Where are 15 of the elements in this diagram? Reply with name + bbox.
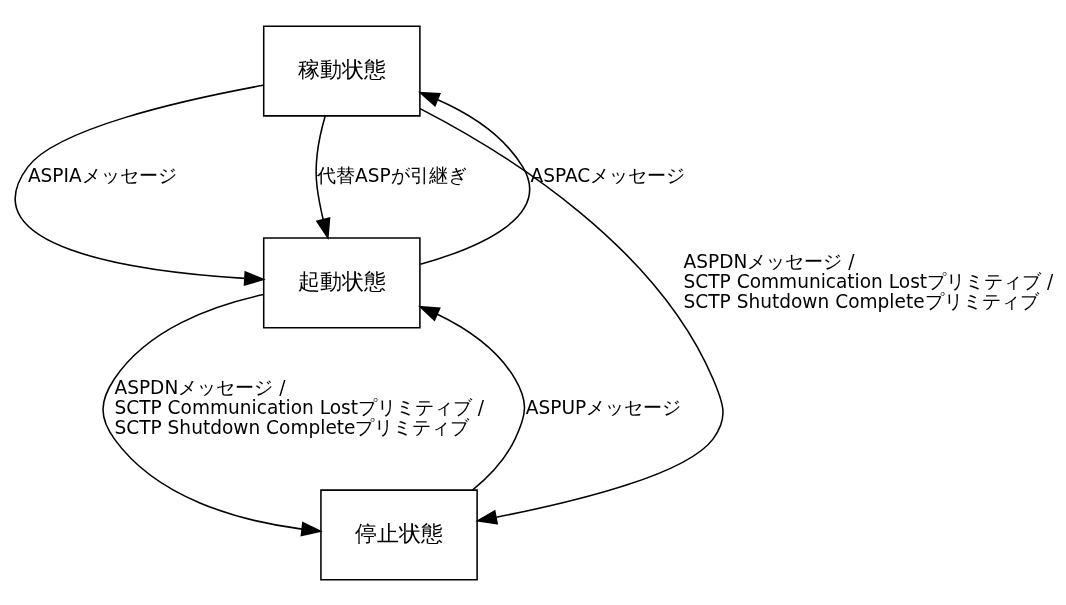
node-box: 停止状態 (320, 488, 478, 581)
arrow (417, 305, 526, 491)
arrow (102, 293, 323, 537)
node-box: 稼動状態 (262, 24, 421, 117)
edge-label: ASPDNメッセージ / SCTP Communication Lostプリミティブ / SCTP Shutdown Completeプリミティブ (114, 376, 485, 438)
arrow (418, 91, 531, 265)
node-box: 起動状態 (262, 236, 421, 328)
edge-label: 代替ASPが引継ぎ (317, 164, 467, 186)
arrow (419, 107, 724, 525)
edge-label: ASPUPメッセージ (525, 396, 682, 418)
edge-label: ASPIAメッセージ (27, 164, 177, 186)
arrow (315, 115, 331, 240)
edge-label: ASPACメッセージ (530, 164, 686, 186)
edge-label: ASPDNメッセージ / SCTP Communication Lostプリミティブ / SCTP Shutdown Completeプリミティブ (683, 250, 1054, 312)
arrow (14, 84, 266, 286)
